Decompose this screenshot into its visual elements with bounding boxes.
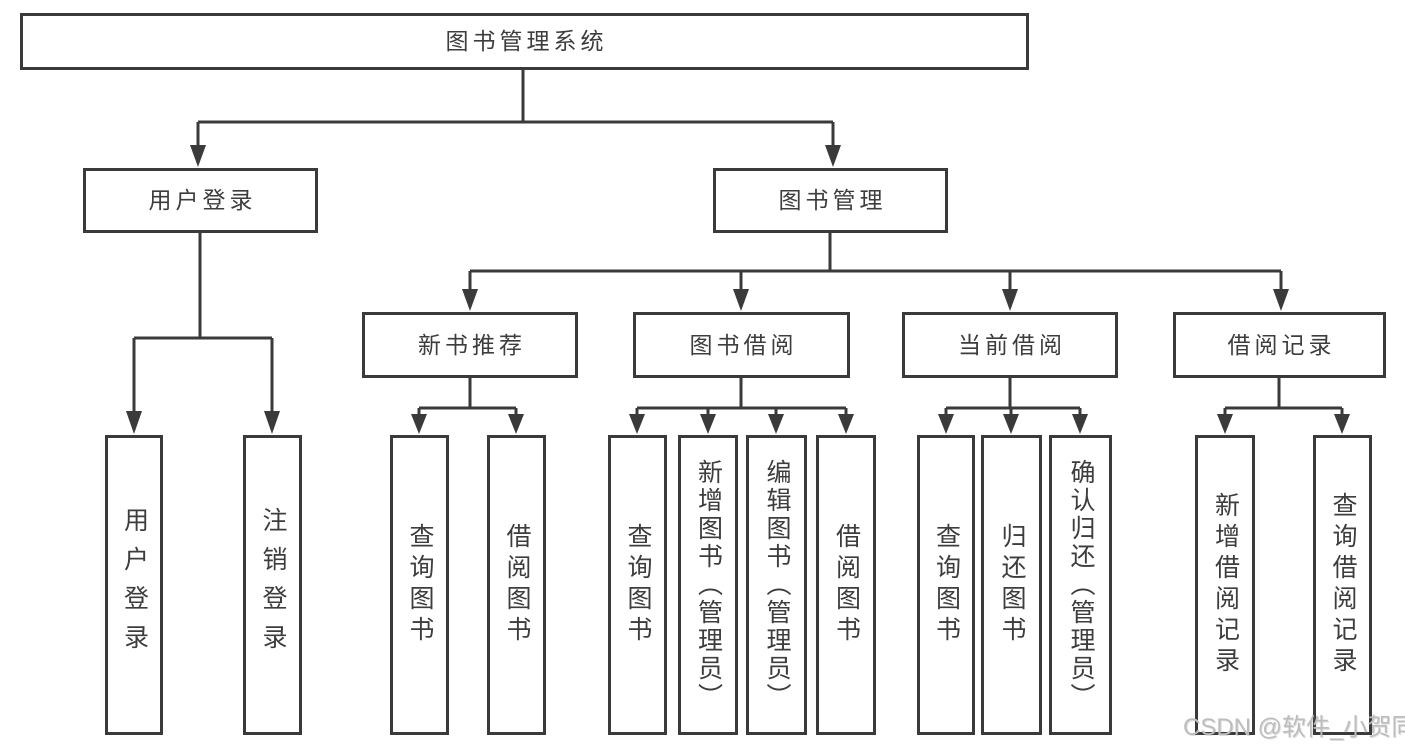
leaf-edit-book-admin: 编辑图书（管理员） (746, 435, 807, 735)
leaf-edit-book-admin-label: 编辑图书（管理员） (763, 459, 791, 711)
node-borrow-records-label: 借阅记录 (1227, 331, 1336, 358)
leaf-user-login: 用户登录 (105, 435, 163, 735)
node-book-management: 图书管理 (713, 168, 948, 233)
leaf-confirm-return-admin-label: 确认归还（管理员） (1067, 459, 1095, 711)
node-root-label: 图书管理系统 (445, 28, 608, 54)
leaf-query-books-1-label: 查询图书 (406, 523, 434, 647)
leaf-query-books-3: 查询图书 (917, 435, 975, 735)
leaf-query-borrow-record-label: 查询借阅记录 (1329, 492, 1357, 678)
leaf-return-books: 归还图书 (981, 435, 1042, 735)
node-new-book-recommend: 新书推荐 (362, 312, 578, 378)
leaf-user-login-label: 用户登录 (120, 507, 149, 663)
leaf-query-books-2: 查询图书 (608, 435, 667, 735)
leaf-borrow-books-2: 借阅图书 (816, 435, 876, 735)
leaf-add-book-admin: 新增图书（管理员） (678, 435, 738, 735)
arrowheads (126, 145, 1350, 434)
leaf-query-borrow-record: 查询借阅记录 (1313, 435, 1372, 735)
leaf-borrow-books-1: 借阅图书 (487, 435, 546, 735)
node-book-borrowing: 图书借阅 (633, 312, 850, 378)
leaf-query-books-2-label: 查询图书 (624, 523, 652, 647)
node-root: 图书管理系统 (20, 13, 1029, 70)
leaf-query-books-3-label: 查询图书 (932, 523, 961, 647)
leaf-logout-login-label: 注销登录 (259, 507, 287, 663)
node-new-book-recommend-label: 新书推荐 (418, 331, 526, 358)
leaf-return-books-label: 归还图书 (998, 523, 1026, 647)
leaf-add-book-admin-label: 新增图书（管理员） (694, 459, 723, 711)
leaf-borrow-books-2-label: 借阅图书 (832, 523, 861, 647)
node-book-borrowing-label: 图书借阅 (689, 331, 798, 358)
node-user-login-label: 用户登录 (148, 187, 257, 213)
node-current-borrowing-label: 当前借阅 (958, 331, 1066, 358)
csdn-watermark: CSDN @软件_小贺同学 (1183, 714, 1405, 741)
node-current-borrowing: 当前借阅 (902, 312, 1118, 378)
node-borrow-records: 借阅记录 (1173, 312, 1386, 378)
leaf-logout-login: 注销登录 (243, 435, 302, 735)
node-user-login: 用户登录 (83, 168, 318, 233)
leaf-query-books-1: 查询图书 (390, 435, 449, 735)
leaf-add-borrow-record: 新增借阅记录 (1195, 435, 1255, 735)
leaf-confirm-return-admin: 确认归还（管理员） (1049, 435, 1112, 735)
leaf-add-borrow-record-label: 新增借阅记录 (1211, 492, 1240, 678)
node-book-management-label: 图书管理 (778, 187, 887, 213)
leaf-borrow-books-1-label: 借阅图书 (503, 523, 531, 647)
